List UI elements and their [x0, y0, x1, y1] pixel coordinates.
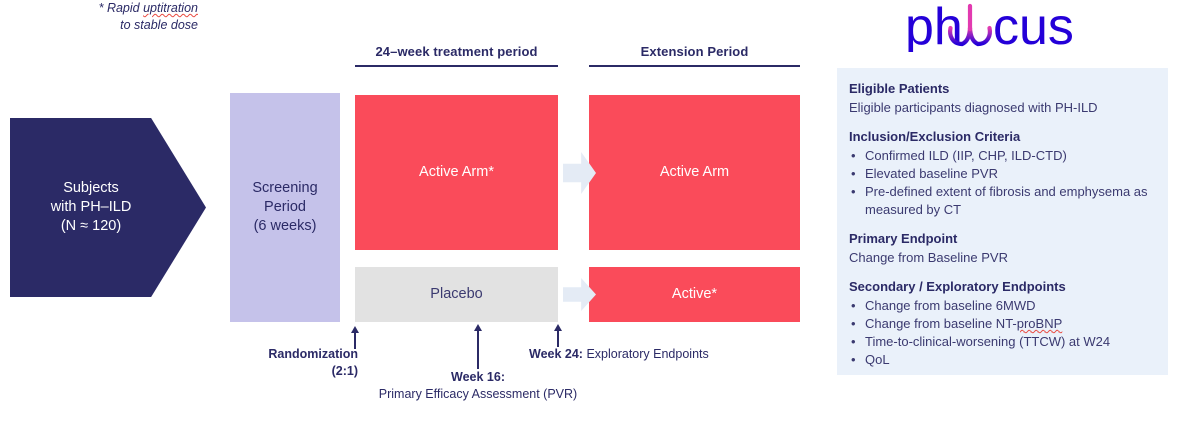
active-extension-box: Active*	[589, 267, 800, 322]
randomization-annotation: Randomization (2:1)	[200, 346, 358, 380]
eligible-patients-body: Eligible participants diagnosed with PH-…	[849, 100, 1098, 115]
extension-period-label: Extension Period	[640, 44, 749, 59]
panel-section-inclusion-exclusion: Inclusion/Exclusion Criteria Confirmed I…	[849, 128, 1154, 219]
panel-spacer-1	[849, 117, 1154, 128]
panel-section-secondary-endpoints: Secondary / Exploratory Endpoints Change…	[849, 278, 1154, 369]
inclusion-exclusion-list: Confirmed ILD (IIP, CHP, ILD-CTD) Elevat…	[849, 147, 1154, 219]
active-arm-extension-box: Active Arm	[589, 95, 800, 250]
logo-text-right: cus	[993, 2, 1074, 52]
subjects-label: Subjects with PH–ILD (N ≈ 120)	[50, 180, 132, 234]
secondary-endpoints-title: Secondary / Exploratory Endpoints	[849, 279, 1066, 294]
randomization-line2: (2:1)	[331, 364, 358, 378]
placebo-box: Placebo	[355, 267, 558, 322]
panel-section-primary-endpoint: Primary Endpoint Change from Baseline PV…	[849, 230, 1154, 267]
week16-title: Week 16:	[451, 370, 505, 384]
screening-label: Screening Period (6 weeks)	[252, 180, 318, 234]
inclusion-exclusion-title: Inclusion/Exclusion Criteria	[849, 129, 1021, 144]
uptitration-footnote: * Rapid uptitration to stable dose	[0, 0, 198, 34]
treatment-period-rule	[355, 65, 558, 67]
panel-spacer-3	[849, 267, 1154, 278]
list-item: Change from baseline 6MWD	[849, 297, 1154, 315]
week24-annotation: Week 24: Exploratory Endpoints	[529, 346, 789, 363]
panel-spacer-2	[849, 219, 1154, 230]
list-item: Time-to-clinical-worsening (TTCW) at W24	[849, 333, 1154, 351]
phocus-logo: ph cus	[905, 2, 1105, 52]
phocus-logo-svg: ph cus	[905, 2, 1074, 52]
list-item-text: Time-to-clinical-worsening (TTCW) at W24	[865, 334, 1111, 349]
primary-endpoint-body: Change from Baseline PVR	[849, 250, 1008, 265]
subjects-arrow-block: Subjects with PH–ILD (N ≈ 120)	[10, 118, 206, 297]
list-item-text: QoL	[865, 352, 890, 367]
treatment-period-header: 24–week treatment period	[355, 44, 558, 67]
week16-arrow-icon	[474, 324, 482, 369]
probnp-misspelled-word: proBNP	[1016, 316, 1063, 331]
active-extension-label: Active*	[671, 286, 718, 302]
active-arm-extension-label: Active Arm	[659, 164, 730, 180]
randomization-line1: Randomization	[268, 347, 358, 361]
treatment-period-label: 24–week treatment period	[375, 44, 538, 59]
study-details-panel: Eligible Patients Eligible participants …	[837, 68, 1168, 375]
footnote-misspelled-word: uptitration	[143, 1, 198, 15]
active-arm-treatment-label: Active Arm*	[419, 164, 494, 180]
eligible-patients-title: Eligible Patients	[849, 81, 950, 96]
week24-title: Week 24:	[529, 347, 583, 361]
screening-period-block: Screening Period (6 weeks)	[230, 93, 340, 322]
extension-period-rule	[589, 65, 800, 67]
week16-annotation: Week 16: Primary Efficacy Assessment (PV…	[358, 369, 598, 403]
extension-period-header: Extension Period	[589, 44, 800, 67]
list-item: Elevated baseline PVR	[849, 165, 1154, 183]
list-item-text: Change from baseline 6MWD	[865, 298, 1036, 313]
secondary-endpoints-list: Change from baseline 6MWD Change from ba…	[849, 297, 1154, 369]
week24-arrow-icon	[554, 324, 562, 347]
list-item: Change from baseline NT-proBNP	[849, 315, 1154, 333]
list-item: Pre-defined extent of fibrosis and emphy…	[849, 183, 1154, 219]
footnote-line2: to stable dose	[120, 18, 198, 32]
placebo-label: Placebo	[430, 286, 483, 302]
logo-text-left: ph	[905, 2, 963, 52]
footnote-prefix: * Rapid	[98, 1, 144, 15]
week16-body: Primary Efficacy Assessment (PVR)	[378, 387, 578, 401]
randomization-arrow-icon	[351, 326, 359, 349]
list-item: Confirmed ILD (IIP, CHP, ILD-CTD)	[849, 147, 1154, 165]
week24-body: Exploratory Endpoints	[586, 347, 709, 361]
panel-section-eligible-patients: Eligible Patients Eligible participants …	[849, 80, 1154, 117]
list-item: QoL	[849, 351, 1154, 369]
active-arm-treatment-box: Active Arm*	[355, 95, 558, 250]
primary-endpoint-title: Primary Endpoint	[849, 231, 958, 246]
